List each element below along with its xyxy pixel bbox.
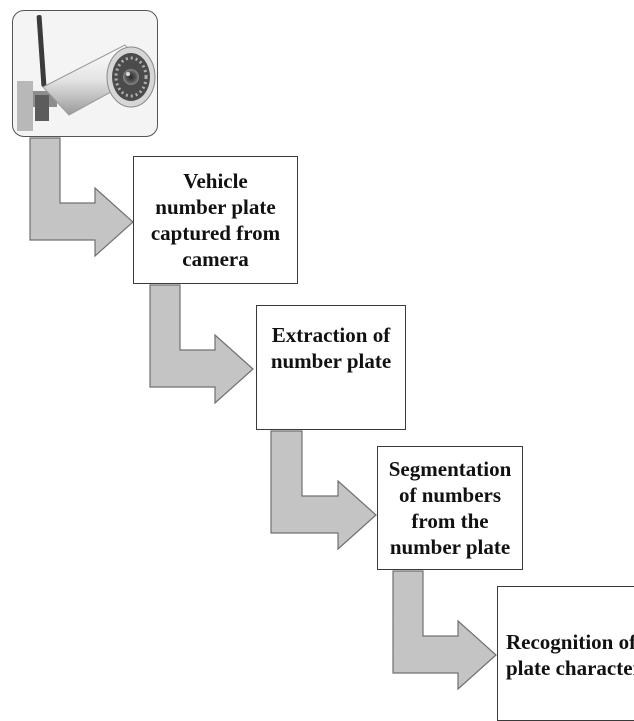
step-text: of numbers xyxy=(398,483,502,507)
step-text: from the xyxy=(411,509,489,533)
step-box-extraction: Extraction of number plate xyxy=(256,305,406,430)
security-camera-icon xyxy=(12,10,158,137)
arrow-4 xyxy=(392,570,497,691)
step-text: captured from xyxy=(150,221,281,245)
arrow-2 xyxy=(149,284,254,405)
arrow-1 xyxy=(29,137,134,258)
step-box-recognition: Recognition of plate character xyxy=(497,586,634,721)
step-text: Recognition of xyxy=(506,630,634,654)
step-text: Vehicle xyxy=(183,169,248,193)
step-text: number plate xyxy=(270,349,392,373)
step-text: number plate xyxy=(389,535,511,559)
step-text: plate character xyxy=(506,656,634,680)
step-box-segmentation: Segmentation of numbers from the number … xyxy=(377,446,523,570)
arrow-3 xyxy=(270,430,377,551)
camera-image xyxy=(17,15,156,131)
step-text: camera xyxy=(182,247,249,271)
step-text: Extraction of xyxy=(271,323,391,347)
step-text: Segmentation xyxy=(388,457,512,481)
step-text: number plate xyxy=(155,195,276,219)
step-box-capture: Vehicle number plate captured from camer… xyxy=(133,156,298,284)
